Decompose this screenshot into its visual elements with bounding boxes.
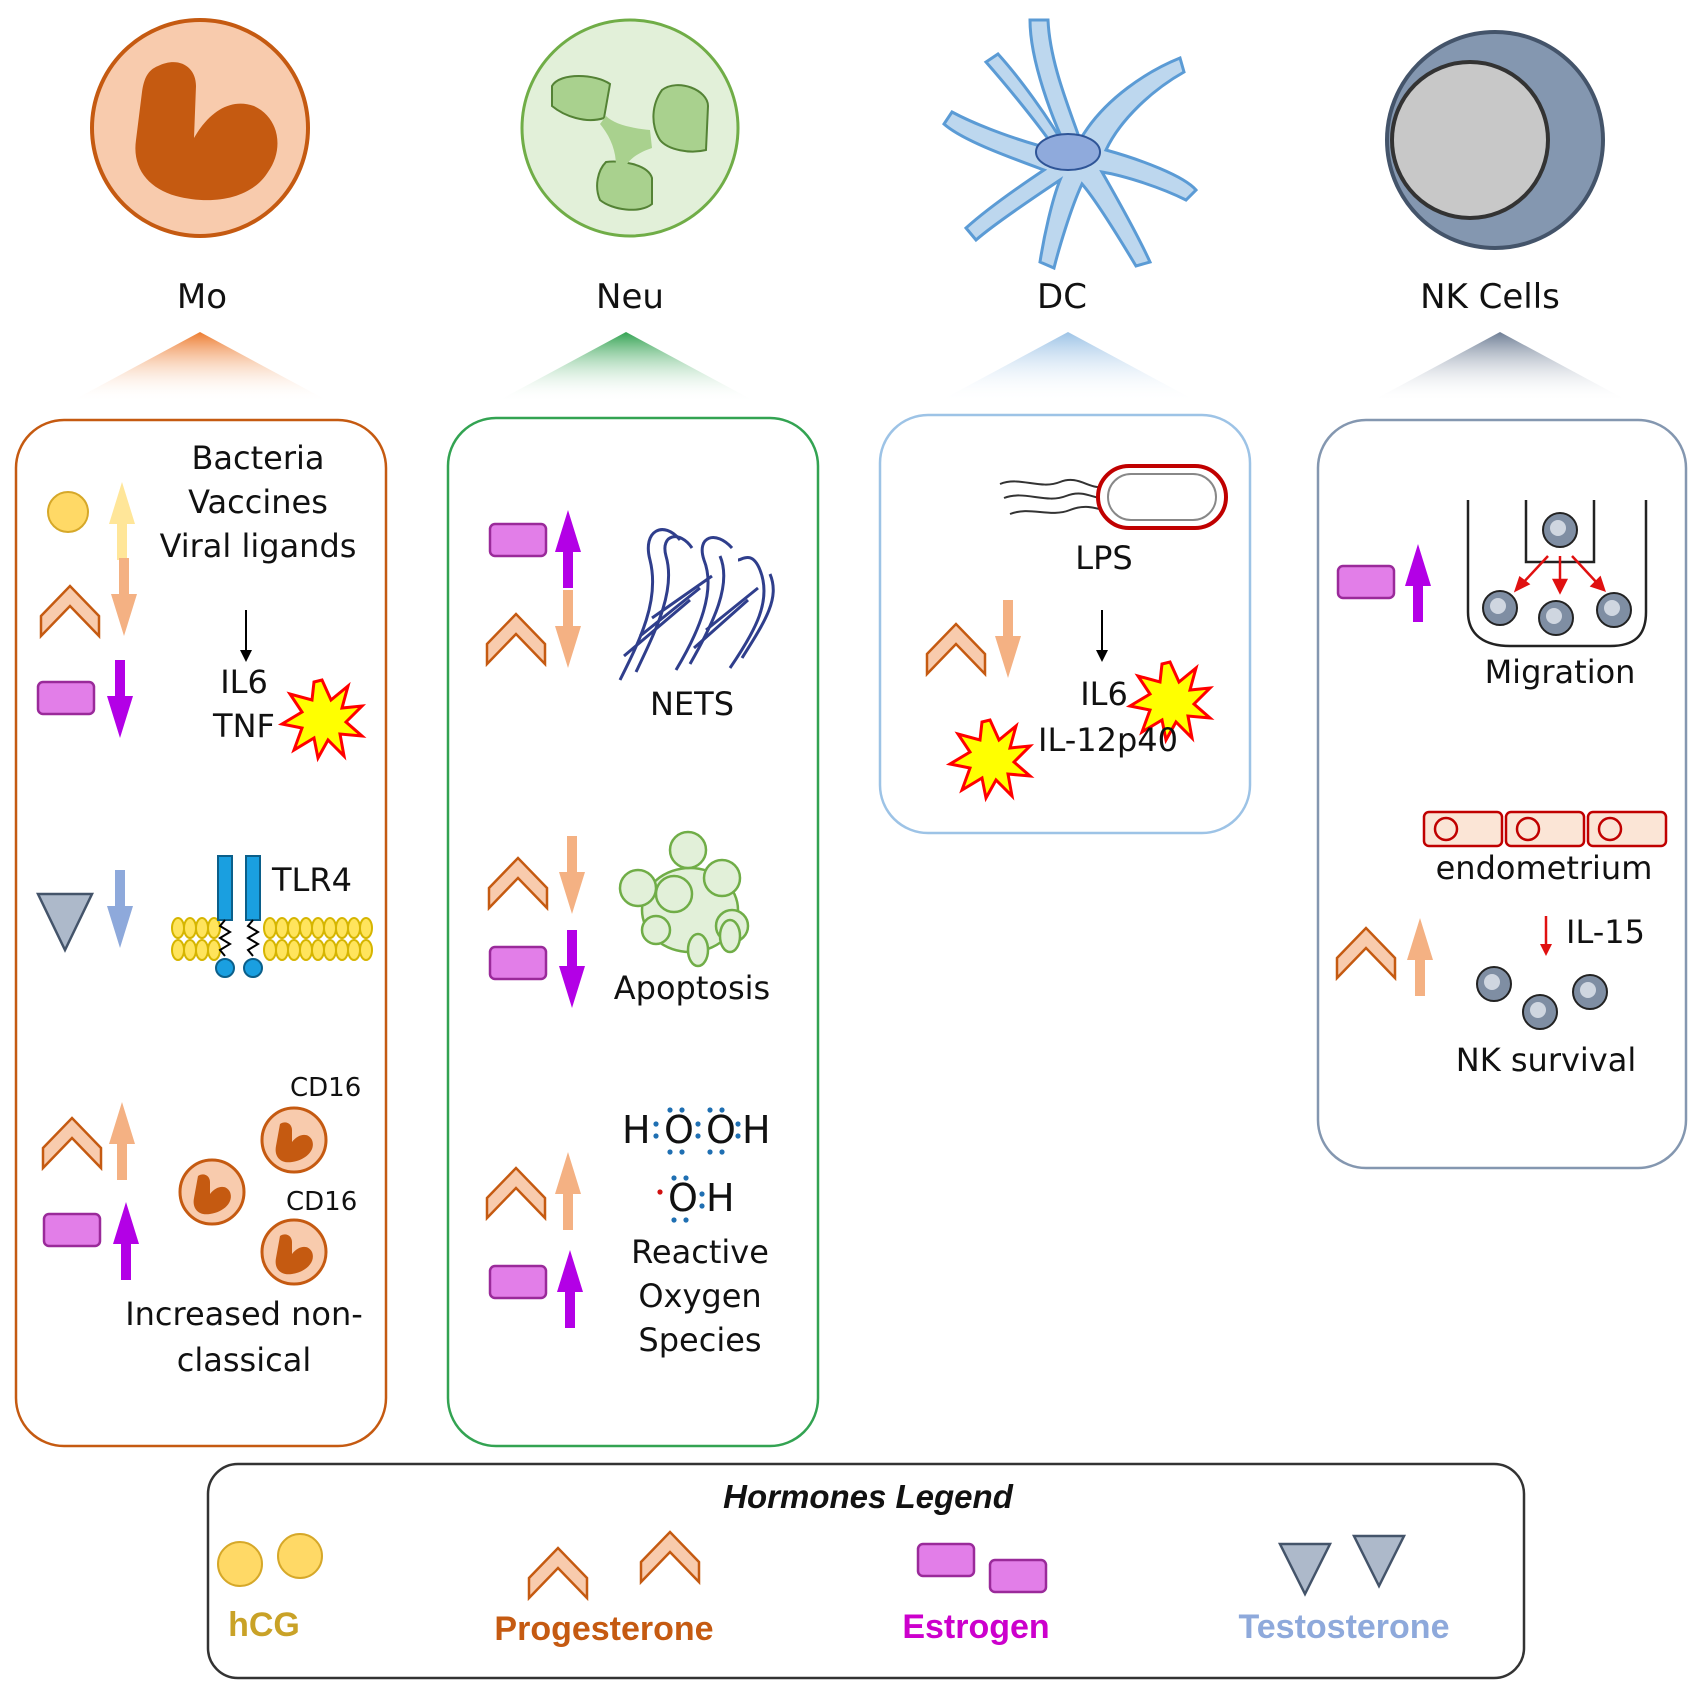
estrogen-icon	[36, 680, 96, 716]
cell-label-dc: DC	[1037, 277, 1087, 317]
neutrophil-icon	[520, 18, 740, 238]
cytokine-label: TNF	[213, 707, 275, 745]
stimulus-label: Vaccines	[188, 483, 328, 521]
neu-connector	[496, 332, 756, 402]
stimulus-label: Viral ligands	[159, 527, 357, 565]
apoptosis-label: Apoptosis	[613, 969, 771, 1007]
estrogen-icon	[488, 1264, 548, 1300]
testosterone-icon	[1351, 1534, 1407, 1589]
legend-testosterone: Testosterone	[1238, 1608, 1450, 1646]
cytokine-label: IL6	[1080, 675, 1128, 713]
nk-cell-icon	[1385, 30, 1605, 250]
estrogen-icon	[988, 1558, 1048, 1594]
cell-label-neu: Neu	[596, 277, 664, 317]
apoptotic-body-icon	[618, 830, 750, 968]
endometrium-label: endometrium	[1435, 849, 1653, 887]
legend-title: Hormones Legend	[723, 1478, 1013, 1515]
nets-label: NETS	[649, 685, 735, 723]
receptor-icon	[171, 855, 373, 978]
h2o2-h-label: H	[742, 1108, 771, 1152]
h2o2-o-label: O	[706, 1108, 736, 1152]
ros-label: Species	[638, 1321, 762, 1359]
nk-small-cells-icon	[1476, 966, 1608, 1030]
hcg-icon	[47, 491, 89, 533]
stimulus-label: Bacteria	[191, 439, 325, 477]
monocyte-icon	[90, 18, 310, 238]
testosterone-icon	[36, 892, 94, 953]
bacterium-icon	[999, 464, 1228, 530]
endometrium-icon	[1422, 810, 1668, 848]
hydroxyl-o-label: O	[668, 1176, 698, 1220]
neu-panel	[446, 416, 820, 1448]
lps-label: LPS	[1075, 539, 1133, 577]
monocyte-small-icon	[260, 1106, 328, 1174]
hcg-icon	[217, 1541, 263, 1587]
cd16-label: CD16	[290, 1073, 362, 1103]
cytokine-label: IL-12p40	[1038, 721, 1178, 759]
electron-dots-icon	[653, 1107, 741, 1223]
estrogen-icon	[1336, 564, 1396, 600]
dc-connector	[938, 332, 1198, 402]
nk-connector	[1370, 332, 1630, 402]
hcg-icon	[277, 1533, 323, 1579]
nk-survival-label: NK survival	[1455, 1041, 1637, 1079]
legend-progesterone: Progesterone	[494, 1610, 714, 1648]
legend-box	[206, 1462, 1526, 1680]
monocyte-small-icon	[178, 1158, 246, 1226]
dendritic-cell-icon	[942, 18, 1199, 271]
pathway-arrow-icon	[1540, 916, 1552, 956]
outcome-label: classical	[176, 1341, 312, 1379]
testosterone-icon	[1277, 1542, 1333, 1597]
cell-label-mo: Mo	[176, 277, 228, 317]
migration-label: Migration	[1484, 653, 1636, 691]
cell-label-nk: NK Cells	[1420, 277, 1560, 317]
pathway-arrow-icon	[240, 610, 252, 662]
il15-label: IL-15	[1566, 913, 1645, 951]
cytokine-label: IL6	[220, 663, 268, 701]
mo-connector	[70, 332, 330, 402]
ros-label: Reactive	[631, 1233, 769, 1271]
transwell-icon	[1466, 500, 1648, 648]
hydroxyl-h-label: H	[706, 1176, 735, 1220]
receptor-label: TLR4	[272, 861, 352, 899]
outcome-label: Increased non-	[125, 1295, 363, 1333]
legend-estrogen: Estrogen	[902, 1608, 1050, 1646]
pathway-arrow-icon	[1096, 610, 1108, 662]
estrogen-icon	[42, 1212, 102, 1248]
h2o2-h-label: H	[622, 1108, 651, 1152]
estrogen-icon	[488, 522, 548, 558]
legend-hcg: hCG	[228, 1606, 300, 1644]
monocyte-small-icon	[260, 1218, 328, 1286]
estrogen-icon	[916, 1542, 976, 1578]
cd16-label: CD16	[286, 1187, 358, 1217]
ros-label: Oxygen	[638, 1277, 762, 1315]
estrogen-icon	[488, 945, 548, 981]
dna-icon	[618, 528, 775, 681]
h2o2-o-label: O	[664, 1108, 694, 1152]
